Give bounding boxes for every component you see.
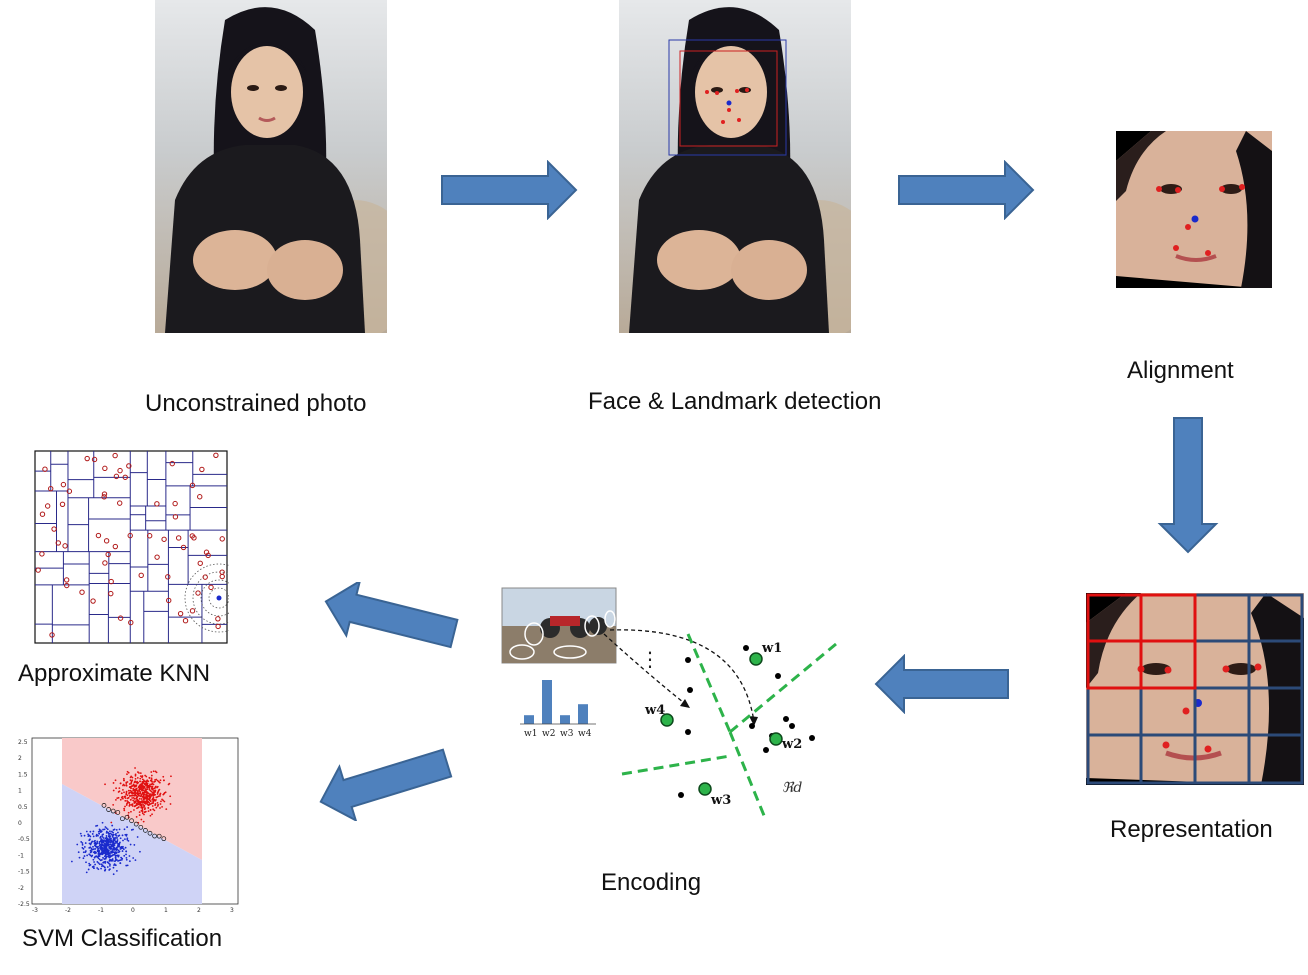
codeword-label: w1 <box>761 641 782 656</box>
label-approximate-knn: Approximate KNN <box>18 660 211 687</box>
representation-grid <box>1086 593 1304 785</box>
svm-y-tick: 2.5 <box>18 739 28 746</box>
arrow-right-icon <box>898 160 1035 220</box>
arrow-left-icon <box>874 654 1009 714</box>
label-representation: Representation <box>1110 816 1273 843</box>
svm-x-tick: -1 <box>98 907 104 914</box>
histogram-bar <box>560 715 570 724</box>
svm-y-tick: 0.5 <box>18 804 28 811</box>
codeword-label: w3 <box>710 793 731 808</box>
svm-y-tick: -1.5 <box>18 869 30 876</box>
histogram-label: w3 <box>560 729 574 739</box>
label-svm-classification: SVM Classification <box>22 925 223 952</box>
svm-x-tick: 2 <box>197 907 201 914</box>
unconstrained-photo <box>155 0 387 333</box>
feature-space-label: ℜd <box>782 780 802 796</box>
histogram-label: w4 <box>578 729 592 739</box>
encoding-figure: ⋮ w1 w2 w3 w4 w1 w2 <box>500 586 840 822</box>
arrow-left-icon <box>324 582 459 649</box>
svm-x-tick: 1 <box>164 907 168 914</box>
svm-x-tick: 3 <box>230 907 234 914</box>
histogram-bar <box>542 680 552 724</box>
svm-x-tick: 0 <box>131 907 135 914</box>
label-face-landmark-detection: Face & Landmark detection <box>588 388 882 415</box>
detection-photo <box>619 0 851 333</box>
knn-kdtree-figure <box>34 450 229 645</box>
svm-classification-figure: -3 -2 -1 0 1 2 3 2.5 2 1.5 1 0.5 0 -0.5 -1 -1.5 -2 -2.5 <box>12 736 242 914</box>
svm-y-tick: 1.5 <box>18 771 28 778</box>
label-unconstrained-photo: Unconstrained photo <box>145 390 367 417</box>
arrow-right-icon <box>441 160 578 220</box>
svm-y-tick: 1 <box>18 788 22 795</box>
arrow-left-icon <box>319 748 453 821</box>
codeword-label: w2 <box>781 737 802 752</box>
encoding-ellipsis: ⋮ <box>640 647 660 671</box>
histogram-bar <box>524 715 534 724</box>
svm-y-tick: 2 <box>18 755 22 762</box>
face-box-outer <box>668 39 787 156</box>
svm-y-tick: 0 <box>18 820 22 827</box>
face-box-inner <box>679 50 778 147</box>
encoding-photo-thumbnail <box>501 587 617 664</box>
svm-x-tick: -3 <box>32 907 38 914</box>
arrow-down-icon <box>1157 417 1219 554</box>
svm-y-tick: -1 <box>18 852 24 859</box>
svm-y-tick: -0.5 <box>18 836 30 843</box>
histogram-label: w1 <box>524 729 537 739</box>
label-encoding: Encoding <box>601 869 702 896</box>
histogram-bar <box>578 704 588 724</box>
histogram-label: w2 <box>542 729 555 739</box>
encoding-histogram: w1 w2 w3 w4 <box>520 680 596 739</box>
svm-y-tick: -2 <box>18 885 24 892</box>
label-alignment: Alignment <box>1127 357 1234 384</box>
codeword-label: w4 <box>644 703 665 718</box>
svm-y-tick: -2.5 <box>18 901 30 908</box>
svm-x-tick: -2 <box>65 907 71 914</box>
aligned-face <box>1116 131 1272 288</box>
